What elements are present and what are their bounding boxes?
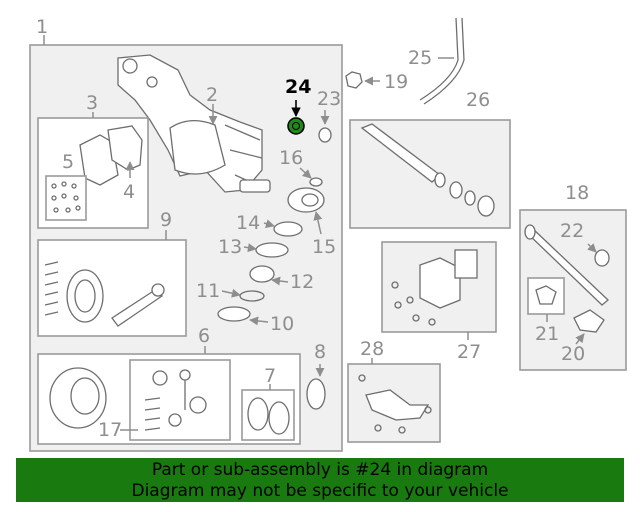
- callout-16[interactable]: 16: [279, 147, 303, 169]
- actuator-27-part[interactable]: [419, 257, 461, 309]
- seal-8: 8: [306, 341, 326, 410]
- callout-24[interactable]: 24: [285, 76, 311, 98]
- callout-27[interactable]: 27: [457, 341, 481, 363]
- callout-13[interactable]: 13: [218, 236, 242, 258]
- diff-case-part[interactable]: [49, 367, 107, 429]
- callout-28[interactable]: 28: [360, 338, 384, 360]
- bearing-7-part[interactable]: [247, 397, 269, 431]
- bolts-part[interactable]: [51, 181, 81, 213]
- ring-gear-part[interactable]: [66, 269, 104, 323]
- bearing-15-part[interactable]: [287, 187, 325, 213]
- seal-22-part[interactable]: [594, 249, 610, 267]
- callout-1[interactable]: 1: [36, 16, 48, 38]
- callout-12[interactable]: 12: [290, 271, 314, 293]
- callout-10[interactable]: 10: [270, 313, 294, 335]
- bracket-box-28: 28: [347, 338, 441, 443]
- nut-19-part[interactable]: [345, 71, 363, 89]
- banner-line-1: Part or sub-assembly is #24 in diagram: [151, 460, 489, 480]
- highlighted-part-24[interactable]: [287, 117, 305, 135]
- callout-17[interactable]: 17: [98, 419, 122, 441]
- race-14-part[interactable]: [273, 221, 303, 237]
- fitment-banner: Part or sub-assembly is #24 in diagram D…: [16, 458, 624, 502]
- callout-6[interactable]: 6: [198, 325, 210, 347]
- callout-21[interactable]: 21: [535, 323, 559, 345]
- shaft-box-26: 26: [349, 89, 511, 229]
- callout-8[interactable]: 8: [314, 341, 326, 363]
- differential-box-6: 6 17 7: [37, 325, 301, 445]
- part-24: 24: [285, 76, 311, 135]
- bearing-stack: 10 11 12 13 14 15 16: [196, 147, 336, 335]
- cover-box-3: 3 4 5: [37, 92, 149, 229]
- callout-11[interactable]: 11: [196, 280, 220, 302]
- bearing-12-part[interactable]: [249, 265, 275, 283]
- callout-15[interactable]: 15: [312, 236, 336, 258]
- race-13-part[interactable]: [255, 242, 289, 258]
- callout-4[interactable]: 4: [123, 181, 135, 203]
- gear-box-9: 9: [37, 209, 187, 337]
- u-joint-21-part[interactable]: [535, 285, 557, 305]
- axle-housing-part[interactable]: [117, 54, 271, 193]
- actuator-box-27: 27: [381, 241, 497, 363]
- vent-hose-25-part[interactable]: [419, 17, 465, 105]
- callout-26[interactable]: 26: [466, 89, 490, 111]
- washer-23-part[interactable]: [318, 127, 332, 143]
- callout-5[interactable]: 5: [62, 151, 74, 173]
- seal-10-part[interactable]: [217, 306, 251, 322]
- banner-line-2: Diagram may not be specific to your vehi…: [131, 481, 509, 501]
- bracket-28-part[interactable]: [365, 389, 430, 421]
- callout-3[interactable]: 3: [86, 92, 98, 114]
- callout-14[interactable]: 14: [236, 212, 260, 234]
- callout-20[interactable]: 20: [561, 343, 585, 365]
- gasket-part[interactable]: [107, 125, 143, 171]
- callout-7[interactable]: 7: [264, 365, 276, 387]
- seal-8-part[interactable]: [306, 378, 326, 410]
- ring-bolts-part[interactable]: [44, 261, 59, 316]
- shaft-box-18: 18 22 21 20: [519, 182, 627, 371]
- bearing-20-part[interactable]: [573, 309, 605, 333]
- callout-9[interactable]: 9: [160, 209, 172, 231]
- pinion-part[interactable]: [111, 289, 164, 327]
- callout-2[interactable]: 2: [206, 84, 218, 106]
- nut-16-part[interactable]: [309, 177, 323, 187]
- callout-23[interactable]: 23: [317, 88, 341, 110]
- callout-18[interactable]: 18: [565, 182, 589, 204]
- callout-25[interactable]: 25: [408, 47, 432, 69]
- callout-19[interactable]: 19: [384, 71, 408, 93]
- callout-22[interactable]: 22: [560, 220, 584, 242]
- diff-gears-part[interactable]: [144, 369, 207, 431]
- parts-diagram: 1 2 3 4 5 9: [29, 16, 627, 452]
